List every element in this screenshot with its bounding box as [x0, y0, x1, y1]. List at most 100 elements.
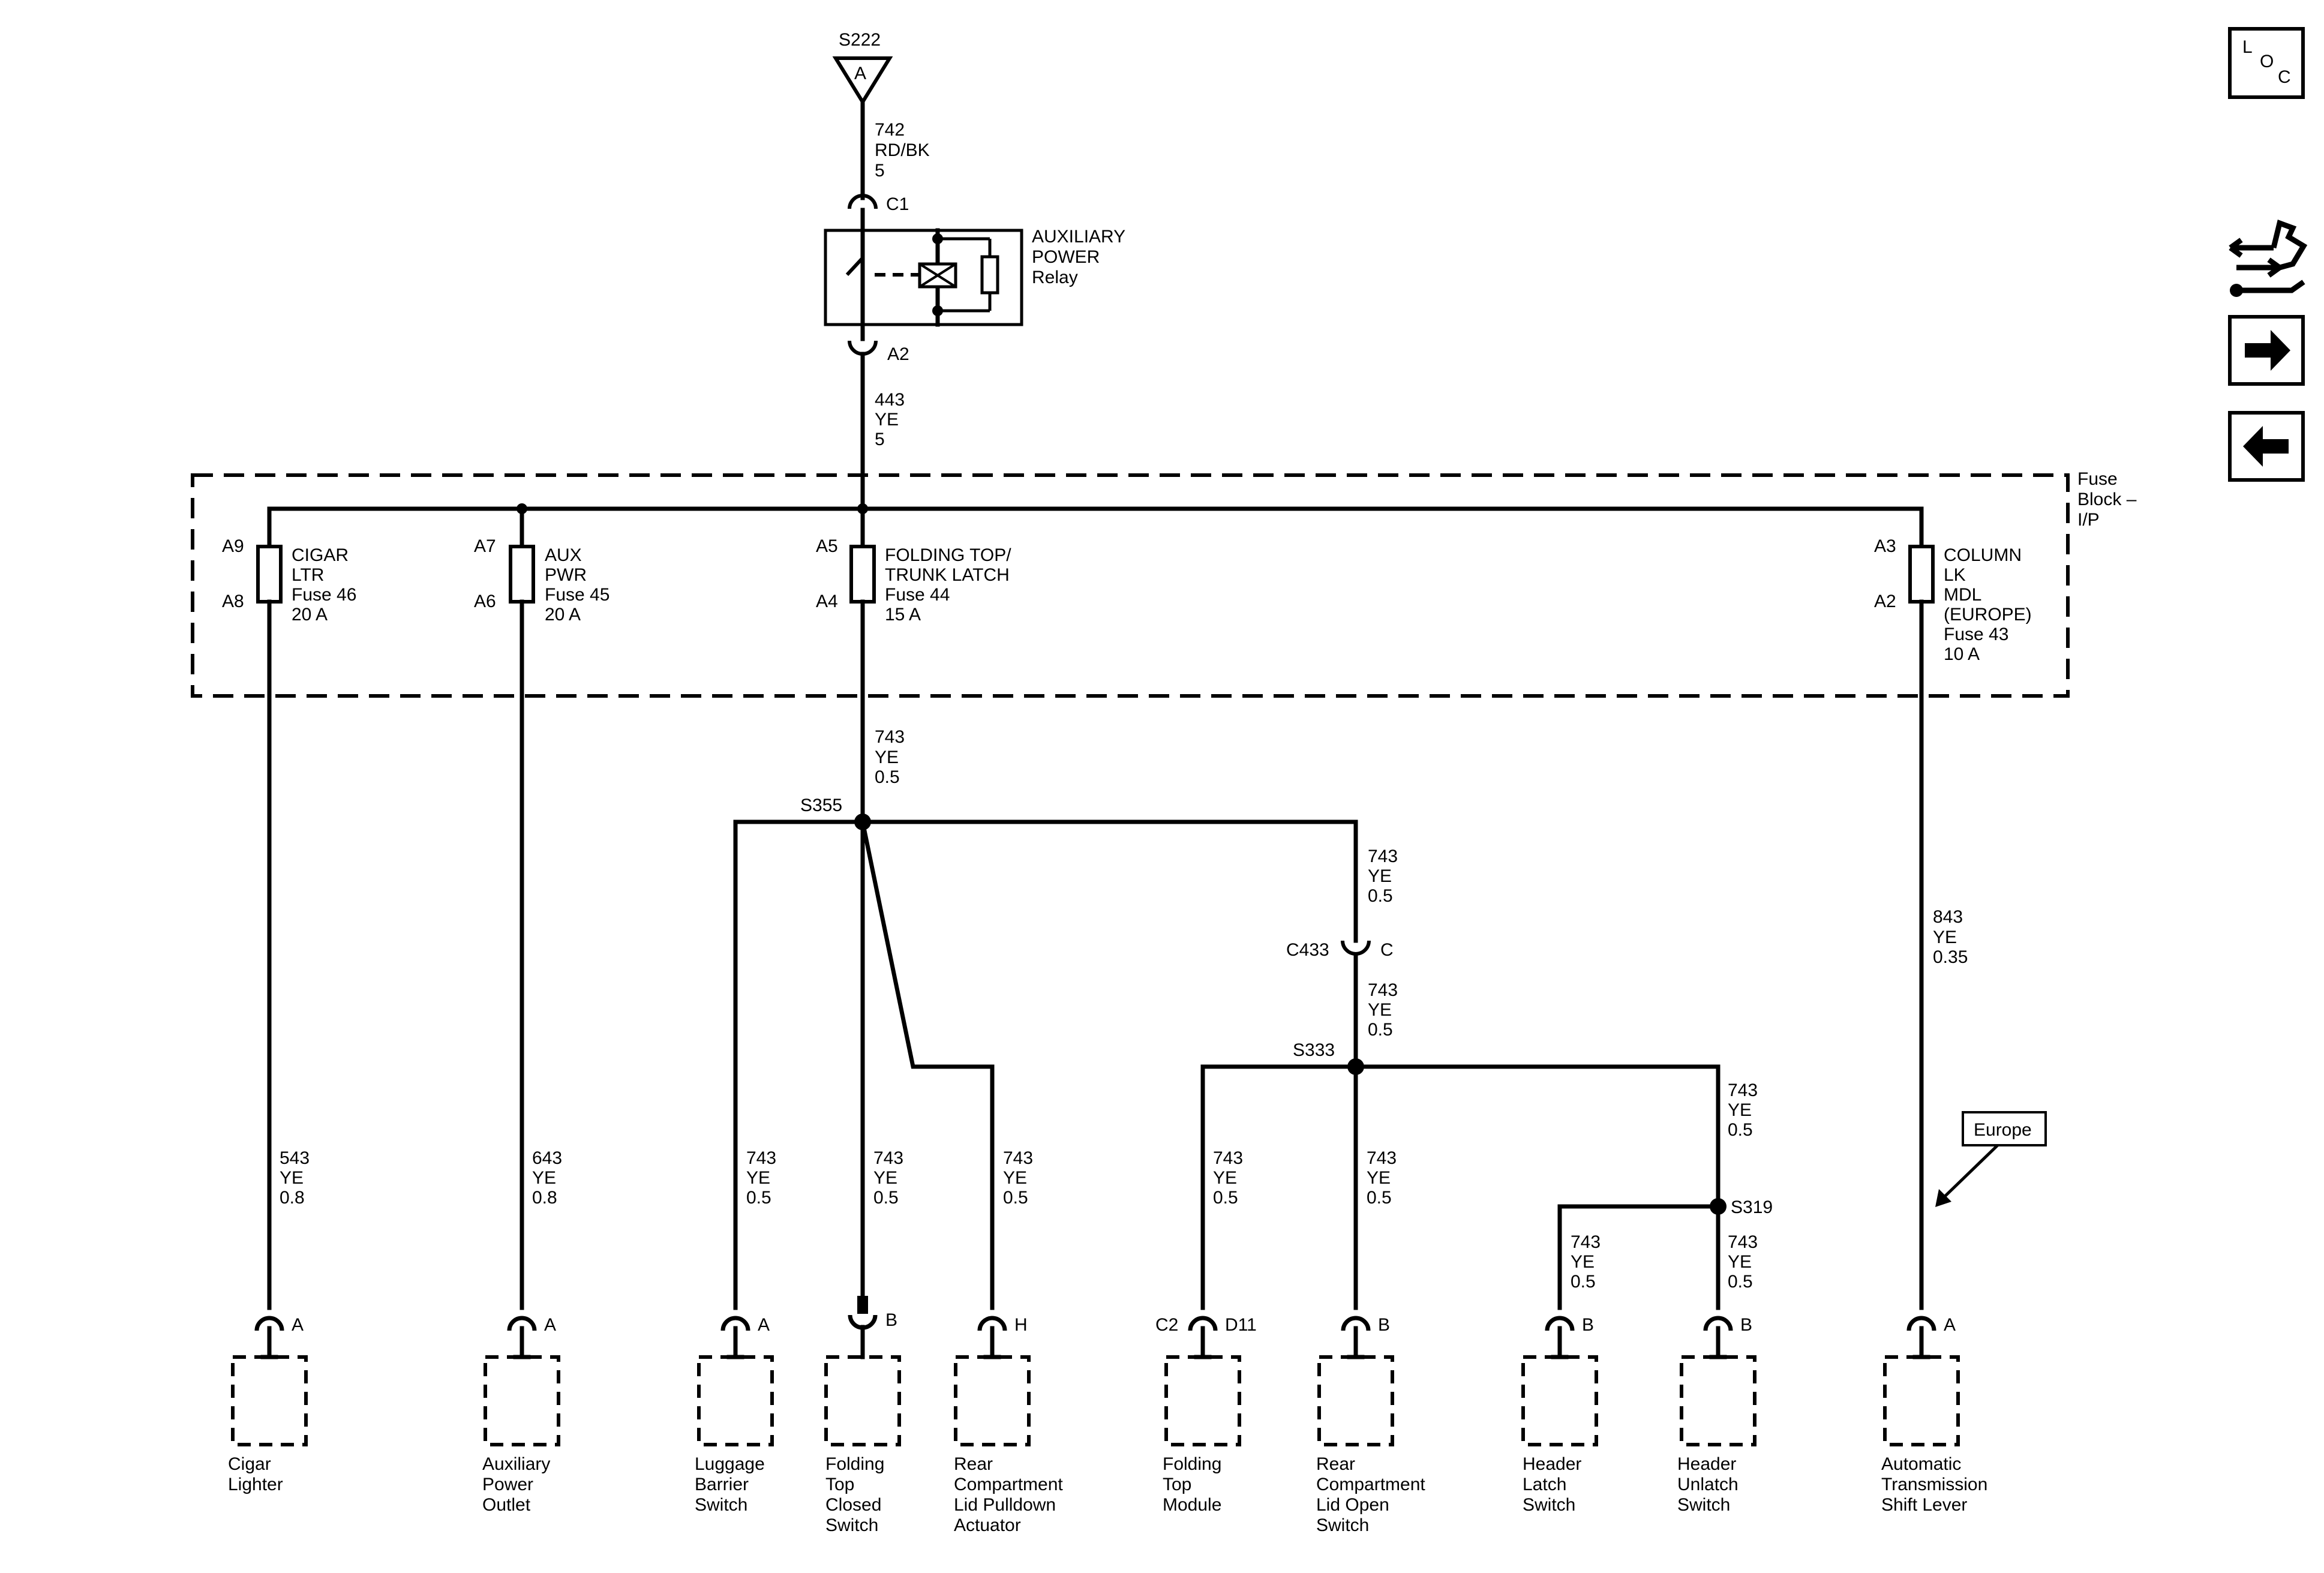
relay-title-2: POWER	[1032, 247, 1100, 267]
svg-text:Fuse 44: Fuse 44	[885, 585, 950, 605]
svg-text:C2: C2	[1155, 1315, 1178, 1335]
fuse-block-ip	[191, 473, 2070, 698]
next-page-button[interactable]	[2228, 315, 2305, 386]
svg-text:A: A	[1944, 1315, 1956, 1335]
svg-text:A7: A7	[474, 536, 496, 556]
arrow-right-icon	[2245, 330, 2290, 371]
svg-text:Shift Lever: Shift Lever	[1881, 1495, 1967, 1515]
splice-s222: S222 A	[832, 30, 893, 106]
splice-s333	[1347, 1058, 1364, 1075]
svg-text:I/P: I/P	[2077, 510, 2100, 530]
svg-text:Luggage: Luggage	[695, 1454, 765, 1474]
svg-text:0.5: 0.5	[1368, 886, 1393, 906]
svg-text:643: 643	[532, 1148, 562, 1168]
svg-text:D11: D11	[1225, 1315, 1257, 1335]
wire-harness-icon[interactable]	[2229, 220, 2308, 297]
loc-letter-l: L	[2242, 37, 2253, 57]
svg-text:10 A: 10 A	[1944, 644, 1980, 664]
svg-text:843: 843	[1933, 907, 1963, 927]
fuse-46: A9 A8 CIGAR LTR Fuse 46 20 A	[222, 506, 356, 625]
svg-text:YE: YE	[532, 1168, 556, 1188]
svg-text:20 A: 20 A	[545, 605, 581, 625]
svg-text:Module: Module	[1163, 1495, 1221, 1515]
auxiliary-power-relay: AUXILIARY POWER Relay	[824, 227, 1125, 327]
wire-443-label: 443 YE 5	[875, 390, 905, 449]
loc-button[interactable]: L O C	[2228, 27, 2305, 99]
svg-text:FOLDING TOP/: FOLDING TOP/	[885, 545, 1011, 565]
svg-text:A5: A5	[816, 536, 838, 556]
svg-text:Lighter: Lighter	[228, 1475, 283, 1494]
svg-text:Power: Power	[482, 1475, 533, 1494]
svg-text:Actuator: Actuator	[954, 1515, 1021, 1535]
svg-text:(EUROPE): (EUROPE)	[1944, 605, 2032, 625]
svg-text:0.5: 0.5	[1367, 1188, 1392, 1208]
prev-page-button[interactable]	[2228, 411, 2305, 482]
svg-text:743: 743	[1213, 1148, 1243, 1168]
svg-text:Header: Header	[1677, 1454, 1736, 1474]
svg-text:Folding: Folding	[825, 1454, 884, 1474]
automatic-transmission-shift-lever: A Automatic Transmission Shift Lever	[1881, 1315, 1987, 1515]
splice-s355-label: S355	[800, 795, 842, 815]
svg-text:Fuse 45: Fuse 45	[545, 585, 609, 605]
svg-text:5: 5	[875, 430, 885, 449]
svg-text:742: 742	[875, 120, 905, 140]
splice-s222-label: S222	[839, 30, 881, 50]
svg-text:Rear: Rear	[954, 1454, 993, 1474]
svg-text:Header: Header	[1523, 1454, 1581, 1474]
svg-text:0.5: 0.5	[875, 767, 900, 787]
svg-text:Switch: Switch	[1316, 1515, 1369, 1535]
svg-text:Switch: Switch	[1523, 1495, 1575, 1515]
wire-743-folding-closed-label: 743 YE 0.5	[873, 1148, 903, 1208]
svg-text:0.8: 0.8	[280, 1188, 305, 1208]
svg-text:Top: Top	[1163, 1475, 1191, 1494]
svg-text:COLUMN: COLUMN	[1944, 545, 2022, 565]
svg-text:0.5: 0.5	[746, 1188, 771, 1208]
svg-text:B: B	[885, 1310, 897, 1330]
svg-text:PWR: PWR	[545, 565, 587, 585]
fuse-44: A5 A4 FOLDING TOP/ TRUNK LATCH Fuse 44 1…	[816, 506, 1011, 625]
splice-s319-label: S319	[1731, 1197, 1773, 1217]
svg-text:743: 743	[1728, 1080, 1758, 1100]
svg-text:A: A	[292, 1315, 304, 1335]
svg-text:YE: YE	[1933, 927, 1957, 947]
svg-text:Automatic: Automatic	[1881, 1454, 1961, 1474]
svg-text:0.5: 0.5	[1213, 1188, 1238, 1208]
svg-text:LK: LK	[1944, 565, 1966, 585]
svg-text:Switch: Switch	[695, 1495, 747, 1515]
svg-text:543: 543	[280, 1148, 310, 1168]
connector-c1	[848, 194, 878, 209]
svg-text:Closed: Closed	[825, 1495, 881, 1515]
rear-compartment-lid-pulldown-actuator: H Rear Compartment Lid Pulldown Actuator	[954, 1315, 1063, 1535]
svg-text:Transmission: Transmission	[1881, 1475, 1987, 1494]
wire-743-luggage-label: 743 YE 0.5	[746, 1148, 776, 1208]
svg-text:743: 743	[746, 1148, 776, 1168]
svg-text:B: B	[1740, 1315, 1752, 1335]
svg-text:B: B	[1582, 1315, 1594, 1335]
svg-text:Rear: Rear	[1316, 1454, 1355, 1474]
svg-text:YE: YE	[873, 1168, 897, 1188]
svg-text:YE: YE	[875, 410, 899, 430]
svg-text:YE: YE	[1728, 1100, 1752, 1120]
fuse-block-label: Fuse Block – I/P	[2077, 469, 2137, 530]
svg-text:743: 743	[1368, 846, 1398, 866]
wire-743-pulldown-label: 743 YE 0.5	[1003, 1148, 1033, 1208]
svg-text:YE: YE	[1728, 1252, 1752, 1272]
svg-text:15 A: 15 A	[885, 605, 921, 625]
fuse-43: A3 A2 COLUMN LK MDL (EUROPE) Fuse 43 10 …	[1874, 506, 2032, 664]
svg-text:YE: YE	[1213, 1168, 1237, 1188]
svg-text:Lid Pulldown: Lid Pulldown	[954, 1495, 1056, 1515]
wire-743-header-unlatch-label: 743 YE 0.5	[1728, 1232, 1758, 1292]
splice-s333-label: S333	[1293, 1040, 1335, 1060]
folding-top-module: C2 D11 Folding Top Module	[1155, 1315, 1257, 1515]
svg-text:Folding: Folding	[1163, 1454, 1221, 1474]
svg-text:743: 743	[1728, 1232, 1758, 1252]
svg-text:0.5: 0.5	[1728, 1272, 1753, 1292]
svg-text:YE: YE	[280, 1168, 304, 1188]
svg-text:LTR: LTR	[292, 565, 324, 585]
luggage-barrier-switch: A Luggage Barrier Switch	[695, 1315, 774, 1515]
splice-s319	[1710, 1198, 1727, 1215]
wire-742-label: 742 RD/BK 5	[875, 120, 930, 181]
svg-text:743: 743	[873, 1148, 903, 1168]
